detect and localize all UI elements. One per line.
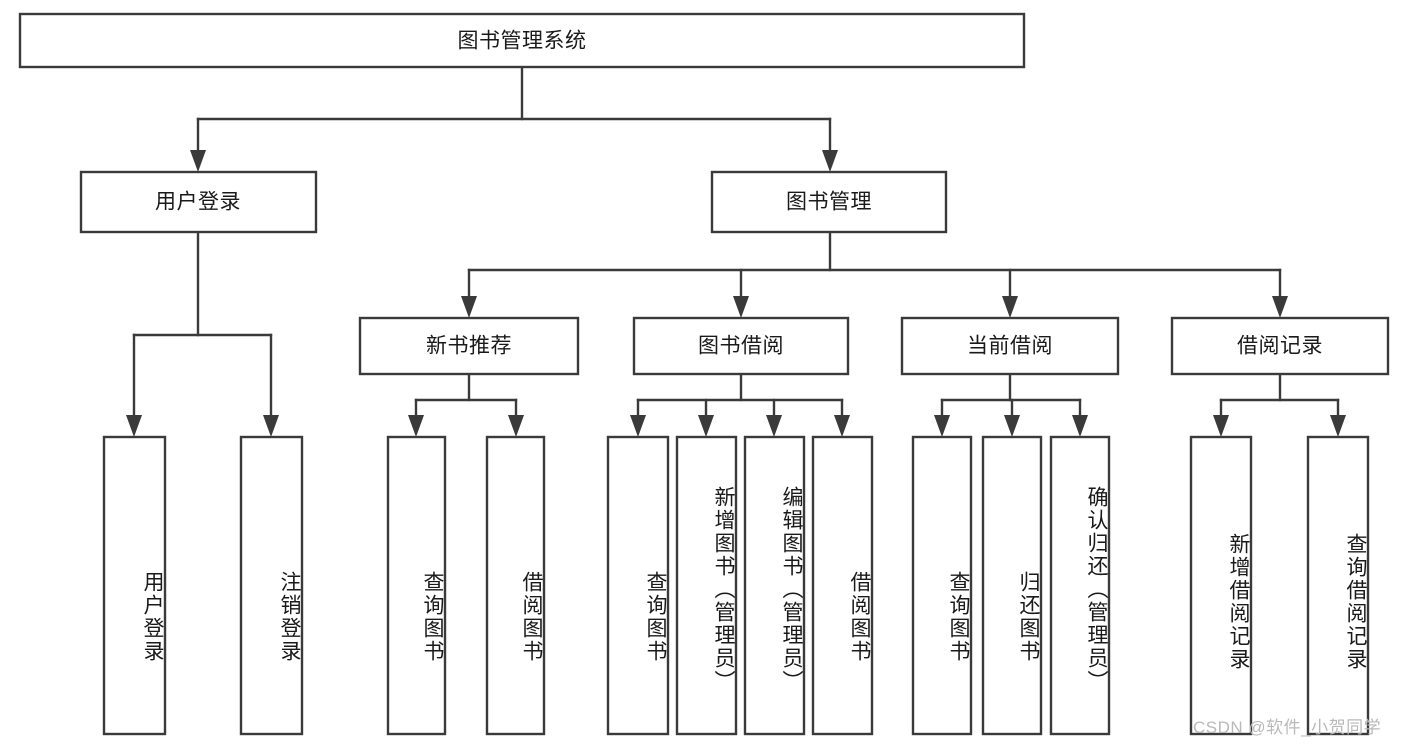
arrow-borrow-record-leaf-1 <box>1213 415 1229 437</box>
arrow-new-book-leaf-2 <box>508 415 524 437</box>
leaf-box-query-book-current[interactable] <box>911 435 973 736</box>
node-new-book-recommend[interactable]: 新书推荐 <box>358 316 580 376</box>
node-book-borrow[interactable]: 图书借阅 <box>632 316 850 376</box>
node-current-borrow-label: 当前借阅 <box>967 335 1053 358</box>
arrow-root-to-book-mgmt <box>822 150 838 172</box>
node-book-management-label: 图书管理 <box>786 191 872 214</box>
edge-group-user-login-children <box>126 230 279 437</box>
leaf-box-borrow-book[interactable] <box>811 435 874 736</box>
arrow-user-login-leaf-1 <box>126 415 142 437</box>
leaf-box-group <box>102 435 1370 736</box>
arrow-book-mgmt-child-1 <box>461 296 477 318</box>
leaf-box-return-book[interactable] <box>981 435 1043 736</box>
node-user-login-label: 用户登录 <box>155 191 241 214</box>
arrow-current-borrow-leaf-3 <box>1072 415 1088 437</box>
edge-group-borrow-children <box>630 372 850 437</box>
node-new-book-recommend-box[interactable] <box>358 316 580 376</box>
leaf-box-edit-book-admin[interactable] <box>743 435 806 736</box>
edge-group-book-mgmt-children <box>461 230 1288 318</box>
node-borrow-record[interactable]: 借阅记录 <box>1170 316 1390 376</box>
arrow-new-book-leaf-1 <box>408 415 424 437</box>
node-root-label: 图书管理系统 <box>458 30 587 53</box>
edge-group-root-to-level2 <box>190 65 838 172</box>
arrow-borrow-leaf-4 <box>834 415 850 437</box>
arrow-current-borrow-leaf-2 <box>1004 415 1020 437</box>
leaf-box-query-book-borrow[interactable] <box>606 435 670 736</box>
edge-group-current-borrow-children <box>934 372 1088 437</box>
node-user-login[interactable]: 用户登录 <box>79 170 318 234</box>
node-current-borrow-box[interactable] <box>900 316 1120 376</box>
leaf-box-add-book-admin[interactable] <box>675 435 738 736</box>
node-book-borrow-box[interactable] <box>632 316 850 376</box>
node-book-borrow-label: 图书借阅 <box>698 335 784 358</box>
edge-group-borrow-record-children <box>1213 372 1346 437</box>
arrow-borrow-leaf-3 <box>766 415 782 437</box>
leaf-box-add-borrow-record[interactable] <box>1189 435 1253 736</box>
leaf-box-user-login[interactable] <box>102 435 167 736</box>
arrow-current-borrow-leaf-1 <box>934 415 950 437</box>
node-borrow-record-box[interactable] <box>1170 316 1390 376</box>
arrow-book-mgmt-child-2 <box>733 296 749 318</box>
node-root-box[interactable] <box>18 12 1026 69</box>
node-current-borrow[interactable]: 当前借阅 <box>900 316 1120 376</box>
arrow-borrow-leaf-1 <box>630 415 646 437</box>
edge-group-new-book-children <box>408 372 524 437</box>
csdn-watermark: CSDN @软件_小贺同学 <box>1193 718 1382 737</box>
leaf-box-query-borrow-record[interactable] <box>1306 435 1370 736</box>
arrow-book-mgmt-child-4 <box>1272 296 1288 318</box>
leaf-box-logout[interactable] <box>239 435 304 736</box>
node-new-book-recommend-label: 新书推荐 <box>426 335 512 358</box>
node-borrow-record-label: 借阅记录 <box>1237 335 1323 358</box>
leaf-box-query-book-recommend[interactable] <box>386 435 447 736</box>
arrow-borrow-record-leaf-2 <box>1330 415 1346 437</box>
leaf-box-borrow-book-recommend[interactable] <box>485 435 546 736</box>
leaf-box-confirm-return-admin[interactable] <box>1049 435 1111 736</box>
node-book-management[interactable]: 图书管理 <box>710 170 948 234</box>
arrow-user-login-leaf-2 <box>263 415 279 437</box>
arrow-borrow-leaf-2 <box>698 415 714 437</box>
node-root[interactable]: 图书管理系统 <box>18 12 1026 69</box>
arrow-book-mgmt-child-3 <box>1002 296 1018 318</box>
node-user-login-box[interactable] <box>79 170 318 234</box>
arrow-root-to-user-login <box>190 150 206 172</box>
node-book-management-box[interactable] <box>710 170 948 234</box>
